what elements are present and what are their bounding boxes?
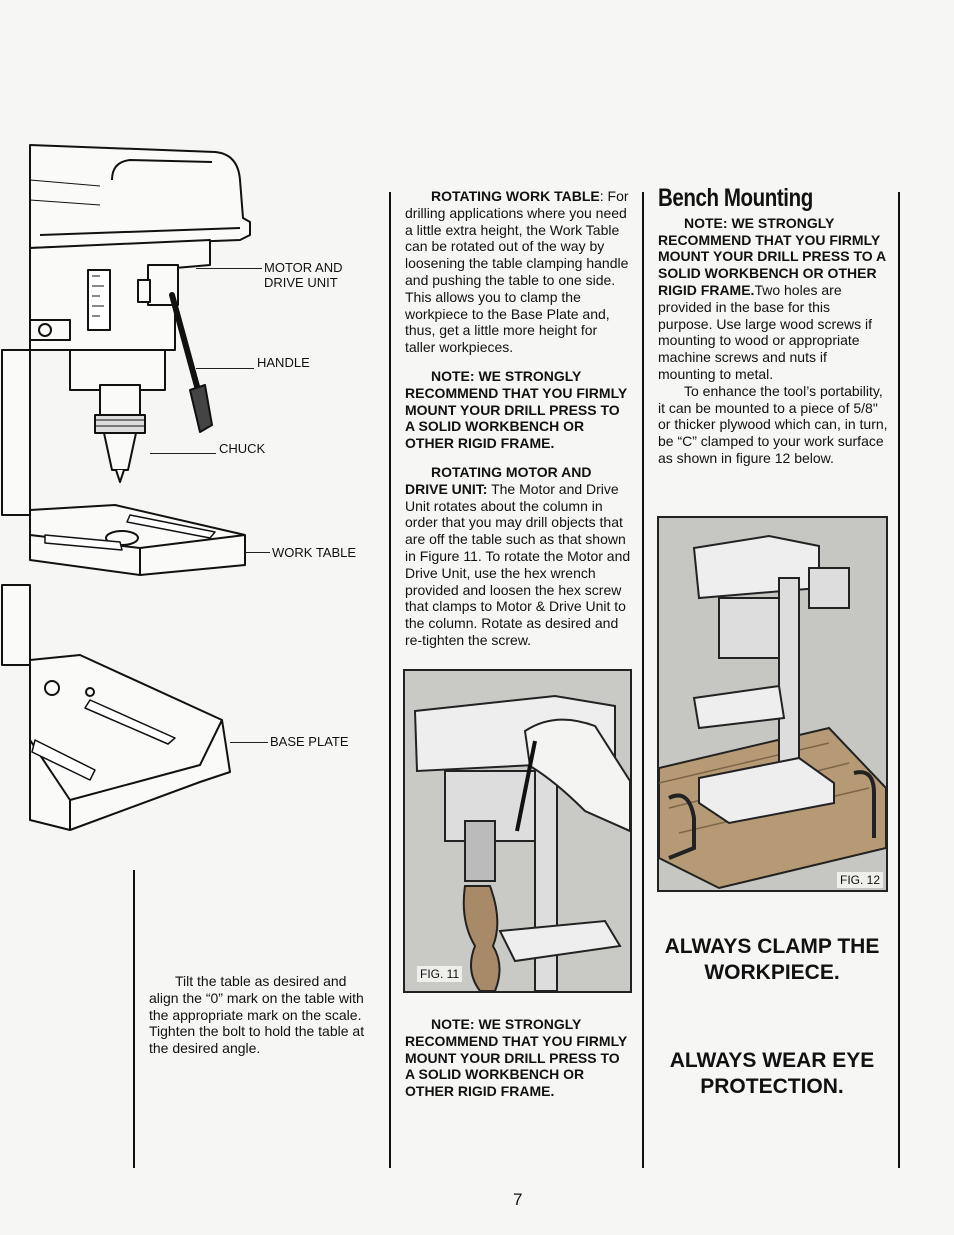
warning-eye-protection: ALWAYS WEAR EYE PROTECTION.: [669, 1049, 875, 1098]
rotating-table-paragraph: ROTATING WORK TABLE: For drilling applic…: [405, 188, 629, 356]
drill-press-illustration: [1, 144, 251, 831]
divider-right-outer: [898, 192, 900, 1168]
tilt-instructions: Tilt the table as desired and align the …: [149, 973, 365, 1057]
rotating-motor-paragraph: ROTATING MOTOR AND DRIVE UNIT: The Motor…: [405, 463, 631, 648]
middle-column-text: ROTATING WORK TABLE: For drilling applic…: [405, 188, 631, 649]
motor-leader: [196, 268, 262, 269]
portability-paragraph: To enhance the tool’s portability, it ca…: [658, 382, 888, 466]
worktable-leader: [245, 552, 270, 553]
baseplate-leader: [230, 742, 268, 743]
bench-mounting-heading: Bench Mounting: [658, 184, 813, 212]
warning-clamp-workpiece: ALWAYS CLAMP THE WORKPIECE.: [664, 935, 880, 984]
chuck-label: CHUCK: [219, 441, 266, 456]
baseplate-label: BASE PLATE: [270, 734, 349, 749]
divider-middle: [389, 192, 391, 1168]
figure-12-photo: FIG. 12: [657, 516, 888, 892]
divider-right-inner: [642, 192, 644, 1168]
figure-11-caption: FIG. 11: [417, 966, 463, 982]
figure-11-photo: FIG. 11: [403, 669, 632, 993]
page-number: 7: [513, 1190, 523, 1209]
right-column-text: Bench Mounting NOTE: WE STRONGLY RECOMME…: [658, 184, 888, 467]
handle-leader: [196, 368, 254, 369]
bench-note-paragraph: NOTE: WE STRONGLY RECOMMEND THAT YOU FIR…: [658, 214, 886, 382]
note-2: NOTE: WE STRONGLY RECOMMEND THAT YOU FIR…: [405, 1016, 627, 1100]
note-1: NOTE: WE STRONGLY RECOMMEND THAT YOU FIR…: [405, 367, 627, 452]
divider-left: [133, 870, 135, 1168]
handle-label: HANDLE: [257, 355, 310, 370]
chuck-leader: [150, 453, 216, 454]
worktable-label: WORK TABLE: [272, 545, 357, 560]
figure-12-caption: FIG. 12: [837, 872, 884, 888]
